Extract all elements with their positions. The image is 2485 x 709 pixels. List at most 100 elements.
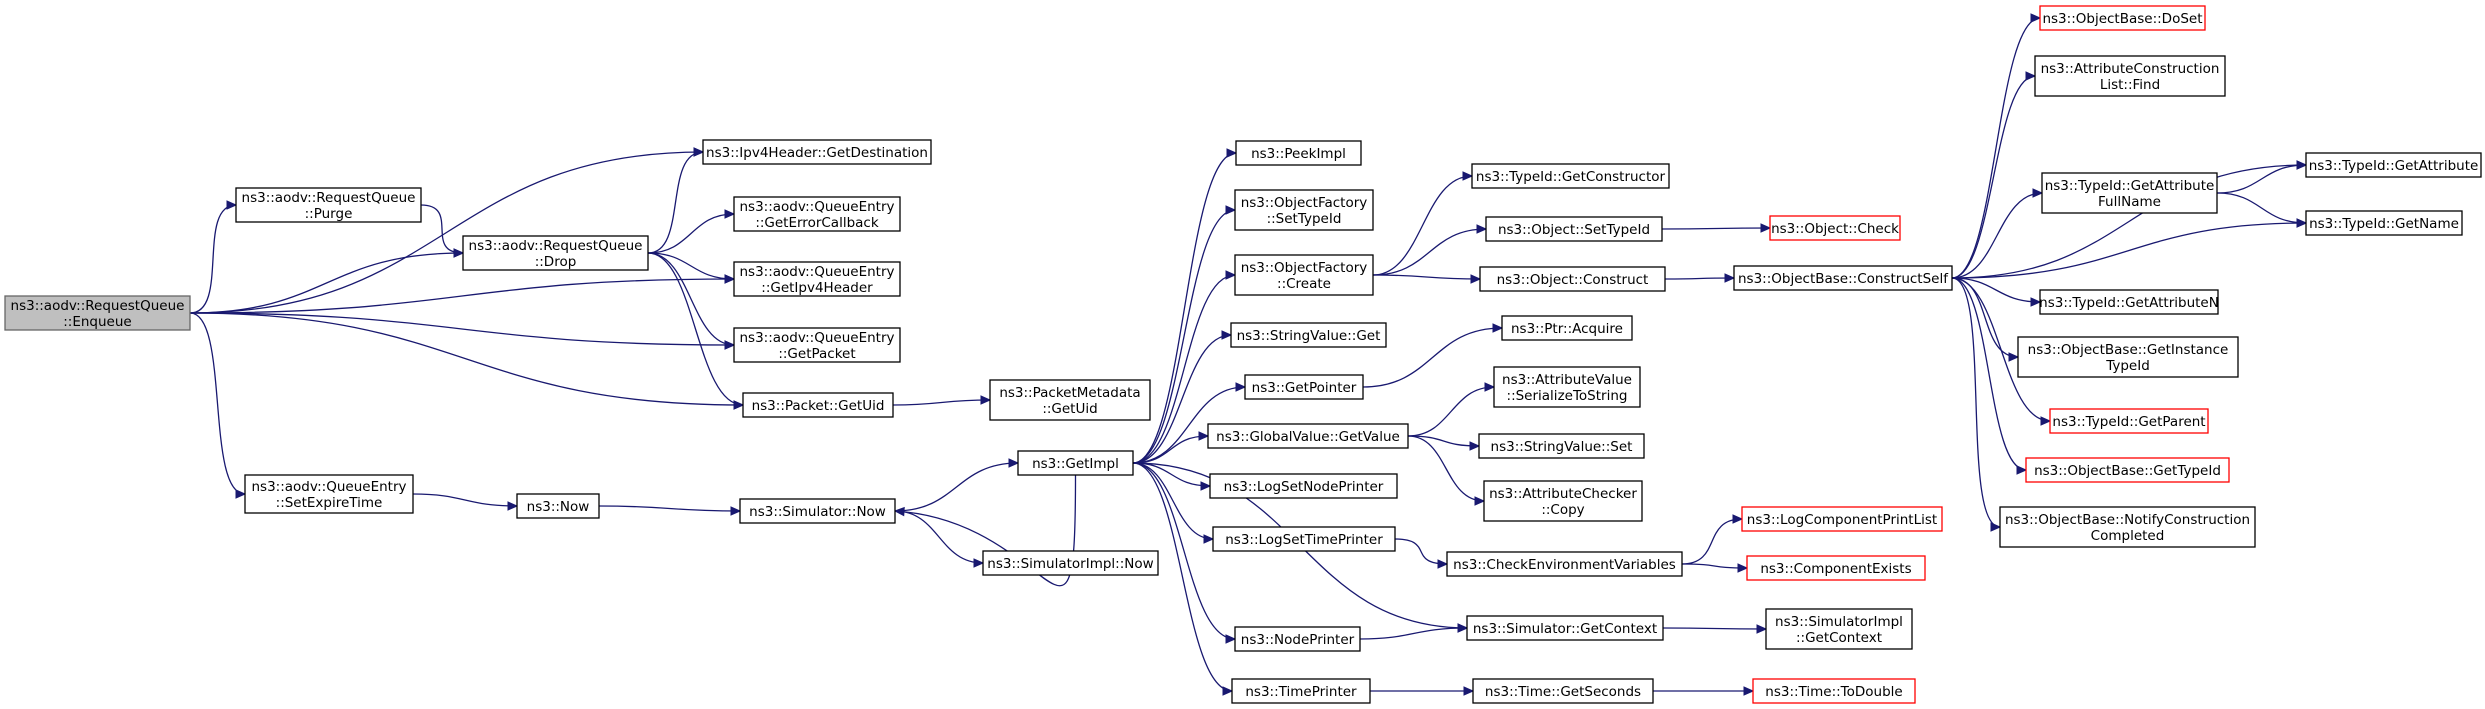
node-box: [516, 493, 600, 519]
node-enqueue[interactable]: ns3::aodv::RequestQueue::Enqueue: [4, 295, 191, 331]
arrowhead-typeid_getattributefullname-to-typeid_getattribute: [2296, 160, 2308, 170]
arrowhead-now-to-sim_now: [730, 506, 742, 516]
node-time-getseconds[interactable]: ns3::Time::GetSeconds: [1472, 678, 1654, 704]
node-logcomponentprintlist[interactable]: ns3::LogComponentPrintList: [1741, 506, 1943, 532]
edge-checkenv-to-logcomponentprintlist: [1681, 518, 1743, 565]
node-box: [1752, 678, 1916, 704]
node-box: [739, 498, 896, 524]
node-object-check[interactable]: ns3::Object::Check: [1769, 215, 1901, 241]
node-box: [462, 235, 649, 271]
node-getuid[interactable]: ns3::Packet::GetUid: [742, 392, 894, 418]
node-typeid-getname[interactable]: ns3::TypeId::GetName: [2305, 210, 2463, 236]
node-getipv4header[interactable]: ns3::aodv::QueueEntry::GetIpv4Header: [733, 261, 901, 297]
edge-gv_getvalue-to-stringvalue_set: [1407, 435, 1480, 447]
node-stringvalue-get[interactable]: ns3::StringValue::Get: [1230, 322, 1387, 348]
node-simimpl-now[interactable]: ns3::SimulatorImpl::Now: [982, 550, 1159, 576]
node-logsettimeprinter[interactable]: ns3::LogSetTimePrinter: [1212, 526, 1396, 552]
node-componentexists[interactable]: ns3::ComponentExists: [1746, 555, 1926, 581]
node-getimpl[interactable]: ns3::GetImpl: [1017, 450, 1134, 476]
node-ac-copy[interactable]: ns3::AttributeChecker::Copy: [1483, 480, 1643, 522]
node-purge[interactable]: ns3::aodv::RequestQueue::Purge: [235, 187, 422, 223]
node-label: ns3::GlobalValue::GetValue: [1216, 429, 1400, 445]
node-box: [1230, 322, 1387, 348]
node-checkenv[interactable]: ns3::CheckEnvironmentVariables: [1446, 551, 1683, 577]
node-object-construct[interactable]: ns3::Object::Construct: [1479, 266, 1666, 292]
node-box: [1741, 506, 1943, 532]
arrowhead-drop-to-getipv4header: [724, 274, 736, 284]
arrowhead-getimpl-to-stringvalue_get: [1221, 330, 1233, 340]
node-av-serialize[interactable]: ns3::AttributeValue::SerializeToString: [1493, 366, 1641, 408]
node-label: ::Drop: [535, 254, 577, 270]
node-ptr-acquire[interactable]: ns3::Ptr::Acquire: [1501, 315, 1633, 341]
node-label: ::SetTypeId: [1267, 211, 1342, 227]
node-typeid-getconstructor[interactable]: ns3::TypeId::GetConstructor: [1471, 163, 1670, 189]
node-box: [1483, 480, 1643, 522]
edge-drop-to-getuid: [647, 252, 744, 406]
edge-sim_getcontext-to-simimpl_getcontext: [1662, 627, 1767, 630]
arrowhead-getimpl-to-gv_getvalue: [1198, 431, 1210, 441]
node-getpacket[interactable]: ns3::aodv::QueueEntry::GetPacket: [733, 327, 901, 363]
node-sim-now[interactable]: ns3::Simulator::Now: [739, 498, 896, 524]
node-box: [1209, 473, 1398, 499]
node-box: [1733, 265, 1953, 291]
node-label: ns3::Simulator::GetContext: [1473, 621, 1657, 637]
node-label: ns3::ComponentExists: [1760, 561, 1911, 577]
edge-now-to-sim_now: [598, 505, 741, 512]
node-getpointer[interactable]: ns3::GetPointer: [1244, 374, 1364, 400]
node-label: ns3::StringValue::Set: [1491, 439, 1633, 455]
node-simimpl-getcontext[interactable]: ns3::SimulatorImpl::GetContext: [1765, 608, 1913, 650]
node-timeprinter[interactable]: ns3::TimePrinter: [1231, 678, 1371, 704]
node-now[interactable]: ns3::Now: [516, 493, 600, 519]
node-object-settypeid[interactable]: ns3::Object::SetTypeId: [1485, 216, 1663, 242]
node-peekimpl[interactable]: ns3::PeekImpl: [1235, 140, 1362, 166]
edge-ob_constructself-to-typeid_getattributefullname: [1951, 192, 2043, 279]
node-sim-getcontext[interactable]: ns3::Simulator::GetContext: [1466, 615, 1664, 641]
node-of-settypeid[interactable]: ns3::ObjectFactory::SetTypeId: [1234, 189, 1374, 231]
node-label: ns3::AttributeConstruction: [2041, 61, 2220, 77]
node-box: [2025, 457, 2230, 483]
arrowhead-gv_getvalue-to-ac_copy: [1474, 496, 1486, 506]
arrowhead-ob_constructself-to-typeid_getparent: [2040, 416, 2052, 426]
node-box: [1485, 216, 1663, 242]
node-label: ns3::ObjectBase::ConstructSelf: [1738, 271, 1949, 287]
node-typeid-getattributen[interactable]: ns3::TypeId::GetAttributeN: [2039, 289, 2219, 315]
node-label: ns3::SimulatorImpl::Now: [987, 556, 1153, 572]
node-label: ns3::Ipv4Header::GetDestination: [706, 145, 928, 161]
node-stringvalue-set[interactable]: ns3::StringValue::Set: [1478, 433, 1645, 459]
node-setexpiretime[interactable]: ns3::aodv::QueueEntry::SetExpireTime: [244, 474, 414, 514]
node-box: [1017, 450, 1134, 476]
node-typeid-getparent[interactable]: ns3::TypeId::GetParent: [2049, 408, 2209, 434]
node-label: ::SerializeToString: [1507, 388, 1628, 404]
node-logsetnodeprinter[interactable]: ns3::LogSetNodePrinter: [1209, 473, 1398, 499]
edge-setexpiretime-to-now: [412, 493, 518, 507]
node-typeid-getattribute[interactable]: ns3::TypeId::GetAttribute: [2305, 152, 2482, 178]
node-geterrorcallback[interactable]: ns3::aodv::QueueEntry::GetErrorCallback: [733, 196, 901, 232]
node-label: ns3::StringValue::Get: [1237, 328, 1381, 344]
edge-sim_now-to-getimpl: [894, 462, 1019, 512]
node-label: ns3::AttributeChecker: [1489, 486, 1637, 502]
node-label: ::GetIpv4Header: [761, 280, 873, 296]
node-box: [2039, 289, 2219, 315]
node-ob-constructself[interactable]: ns3::ObjectBase::ConstructSelf: [1733, 265, 1953, 291]
arrowhead-checkenv-to-componentexists: [1737, 563, 1749, 573]
node-of-create[interactable]: ns3::ObjectFactory::Create: [1234, 254, 1374, 296]
node-ob-notifyconstructioncompleted[interactable]: ns3::ObjectBase::NotifyConstructionCompl…: [1999, 506, 2256, 548]
edge-getimpl-to-sim_now: [894, 474, 1077, 587]
node-drop[interactable]: ns3::aodv::RequestQueue::Drop: [462, 235, 649, 271]
node-pm-getuid[interactable]: ns3::PacketMetadata::GetUid: [989, 379, 1151, 421]
node-time-todouble[interactable]: ns3::Time::ToDouble: [1752, 678, 1916, 704]
node-gv-getvalue[interactable]: ns3::GlobalValue::GetValue: [1207, 423, 1409, 449]
node-box: [2039, 5, 2206, 31]
arrowhead-nodeprinter-to-sim_getcontext: [1457, 623, 1469, 633]
node-ob-doset[interactable]: ns3::ObjectBase::DoSet: [2039, 5, 2206, 31]
node-box: [1235, 140, 1362, 166]
node-nodeprinter[interactable]: ns3::NodePrinter: [1234, 626, 1361, 652]
node-ob-gettypeid[interactable]: ns3::ObjectBase::GetTypeId: [2025, 457, 2230, 483]
node-getdestination[interactable]: ns3::Ipv4Header::GetDestination: [702, 139, 932, 165]
edge-ob_constructself-to-ob_getinstancetypeid: [1951, 277, 2019, 358]
edge-ob_constructself-to-ob_notifyconstructioncompleted: [1951, 277, 2001, 528]
